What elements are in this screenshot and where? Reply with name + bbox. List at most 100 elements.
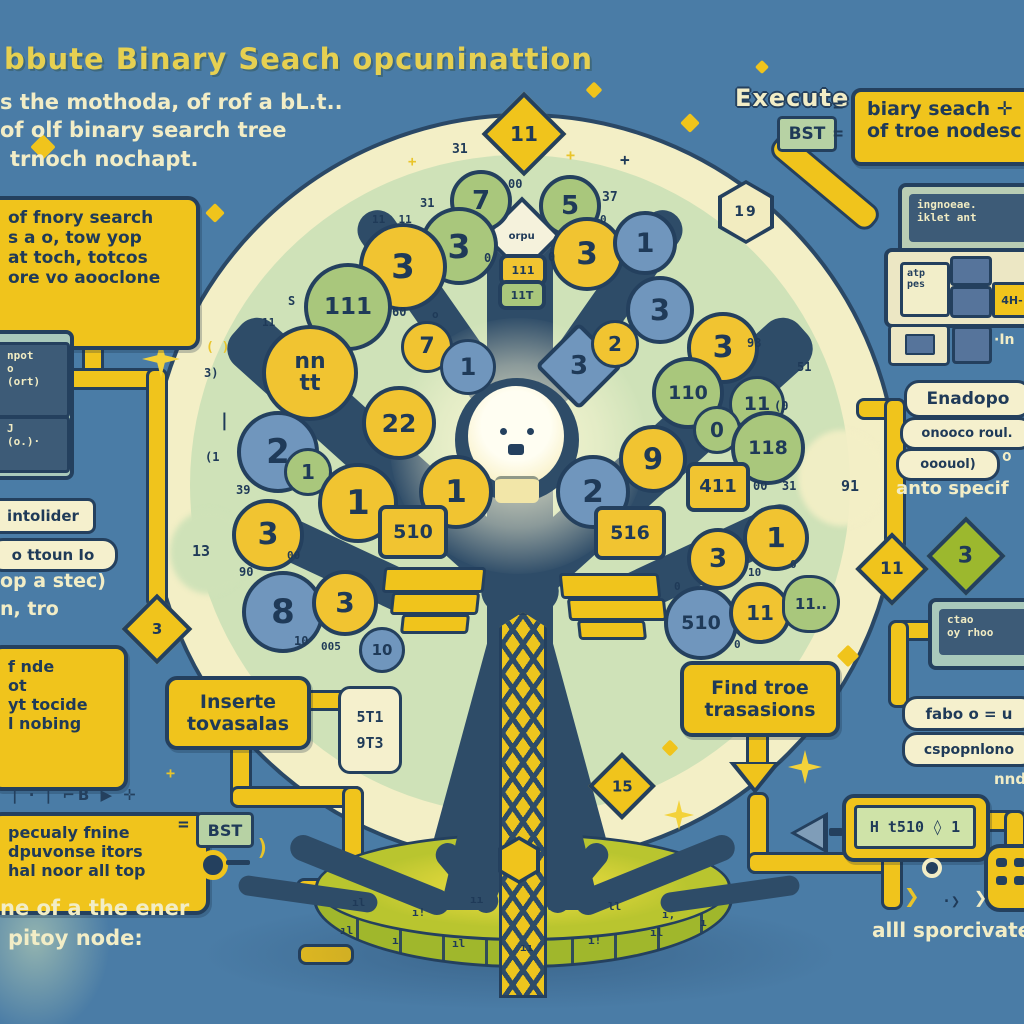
control-row-1: atp pes 4H-: [884, 248, 1024, 328]
tree-node-label: 1: [301, 460, 315, 484]
biary-callout-box: biary seach ✛ of troe nodesc: [851, 88, 1024, 166]
trunk-pattern-strip: [499, 612, 547, 998]
monitor-line: iklet ant: [917, 211, 977, 224]
monitor-panel: ingnoeae. iklet ant: [898, 183, 1024, 257]
tree-node-label: 3: [257, 517, 279, 552]
biary-line: biary seach ✛: [867, 98, 1013, 120]
ttoun-label: o ttoun Io: [0, 538, 118, 572]
scatter-glyph: 0: [548, 250, 556, 264]
enadopo-text: Enadopo: [926, 389, 1010, 409]
ttoun-text: o ttoun Io: [11, 546, 95, 564]
bst-badge-top-text: BST: [788, 124, 826, 144]
bst-badge-left: BST: [196, 812, 254, 848]
left-callout-box: of fnory search s a o, tow yop at toch, …: [0, 196, 200, 350]
scatter-glyph: ıl: [650, 926, 664, 939]
scatter-glyph: ( ): [206, 340, 230, 355]
speckled-line: hal noor all top: [8, 861, 146, 880]
tree-node-label: 3: [391, 247, 415, 287]
tree-node-label: 3: [447, 226, 471, 266]
chip-line: 9T3: [356, 734, 384, 752]
rule-line: ot: [8, 676, 27, 695]
code2-line: oy rhoo: [947, 626, 994, 639]
hexagon-19-label: 19: [734, 204, 758, 220]
ener-text: ne of a the ener: [0, 896, 190, 920]
mini-code-line: atp: [907, 268, 926, 279]
scatter-glyph: ·❯: [942, 892, 961, 910]
scatter-glyph: 51: [797, 360, 812, 374]
yellow-ring-dot: [198, 850, 228, 880]
scatter-glyph: ıl: [352, 896, 366, 909]
tree-node-label: 510: [393, 520, 433, 543]
scatter-glyph: ı: [392, 934, 399, 947]
code-panel-2: ctao oy rhoo: [928, 598, 1024, 670]
display-text: H t510 ◊ 1: [869, 818, 961, 836]
tree-node: 1: [743, 505, 809, 571]
scatter-glyph: 0: [790, 558, 797, 571]
tree-node: 9: [619, 425, 687, 493]
scatter-glyph: +: [566, 146, 576, 164]
fabo-text: fabo o = u: [925, 704, 1013, 723]
subtitle-line: s the mothoda, of rof a bL.t..: [0, 90, 343, 114]
scatter-glyph: 0: [674, 580, 681, 593]
left-diamond-label: 3: [151, 620, 163, 638]
page-title: bbute Binary Seach opcuninattion: [4, 42, 593, 76]
tree-node: 510: [378, 505, 448, 559]
panel-chip: 4H-: [992, 282, 1024, 318]
keypad-blob: [984, 844, 1024, 912]
scatter-glyph: 10: [294, 634, 309, 648]
display-screen: H t510 ◊ 1: [854, 805, 976, 849]
tree-node: 10: [359, 627, 405, 673]
code-line: (ort): [7, 375, 41, 388]
tree-node: 3: [312, 570, 378, 636]
diamond-dot-icon: [205, 203, 225, 223]
scatter-glyph: 00 31: [753, 479, 797, 493]
tree-node-label: 510: [681, 611, 721, 634]
tree-node: 11: [729, 582, 791, 644]
scatter-glyph: 10: [748, 566, 762, 579]
callout-line: s a o, tow yop: [8, 228, 142, 248]
scatter-glyph: ı,: [662, 908, 676, 921]
tree-node-label: 11: [746, 601, 774, 625]
ooouol-pill: ooouol): [896, 448, 1000, 481]
panel-button: [950, 286, 992, 318]
scatter-glyph: 13: [192, 542, 211, 560]
scatter-glyph: =: [178, 814, 189, 835]
scatter-glyph: ❯: [904, 882, 920, 912]
scatter-glyph: 31: [452, 142, 468, 157]
scatter-glyph: (1: [205, 450, 220, 464]
connector-pipe: [146, 368, 168, 608]
scatter-glyph: 39: [236, 483, 251, 497]
node-rule-box: f nde ot yt tocide l nobing: [0, 645, 128, 791]
code-line: npot: [7, 349, 34, 362]
speckled-box: pecualy fnine dpuvonse itors hal noor al…: [0, 812, 210, 915]
code-box: npot o (ort): [0, 342, 70, 418]
tree-node: 3: [626, 276, 694, 344]
keypad-dot: [1014, 858, 1024, 867]
tree-node-label: 5: [560, 191, 580, 221]
scatter-glyph: 37: [602, 190, 618, 205]
tree-node-label: 3: [335, 586, 355, 619]
tree-node-label: 411: [699, 476, 737, 497]
display-frame: H t510 ◊ 1: [842, 794, 990, 862]
tree-node-label: 2: [582, 473, 604, 510]
branch-platform: [566, 598, 668, 621]
scatter-glyph: +: [620, 150, 630, 169]
tree-node-label: 3: [708, 544, 728, 574]
right-diamond-3: 3: [926, 516, 1006, 596]
tree-node-label: 111: [323, 293, 372, 320]
glyph-row: | · | ⌐B ▶ ✛: [12, 786, 139, 804]
tree-node-label: 0: [710, 418, 724, 442]
tree-node-label: 22: [381, 408, 417, 438]
tree-node: 2: [591, 320, 639, 368]
glow-blob-91: [798, 430, 886, 526]
tree-node-label: 3: [576, 235, 598, 272]
panel-button: [950, 256, 992, 286]
scatter-glyph: (0: [774, 399, 789, 413]
tree-node: 516: [594, 506, 666, 560]
callout-line: at toch, totcos: [8, 248, 148, 268]
dash-line: [829, 828, 843, 836]
tree-node: 2: [556, 455, 630, 529]
tree-node-label: nn tt: [294, 349, 326, 396]
scatter-glyph: ı: [700, 916, 707, 929]
control-row-2: ·In: [888, 324, 1024, 366]
